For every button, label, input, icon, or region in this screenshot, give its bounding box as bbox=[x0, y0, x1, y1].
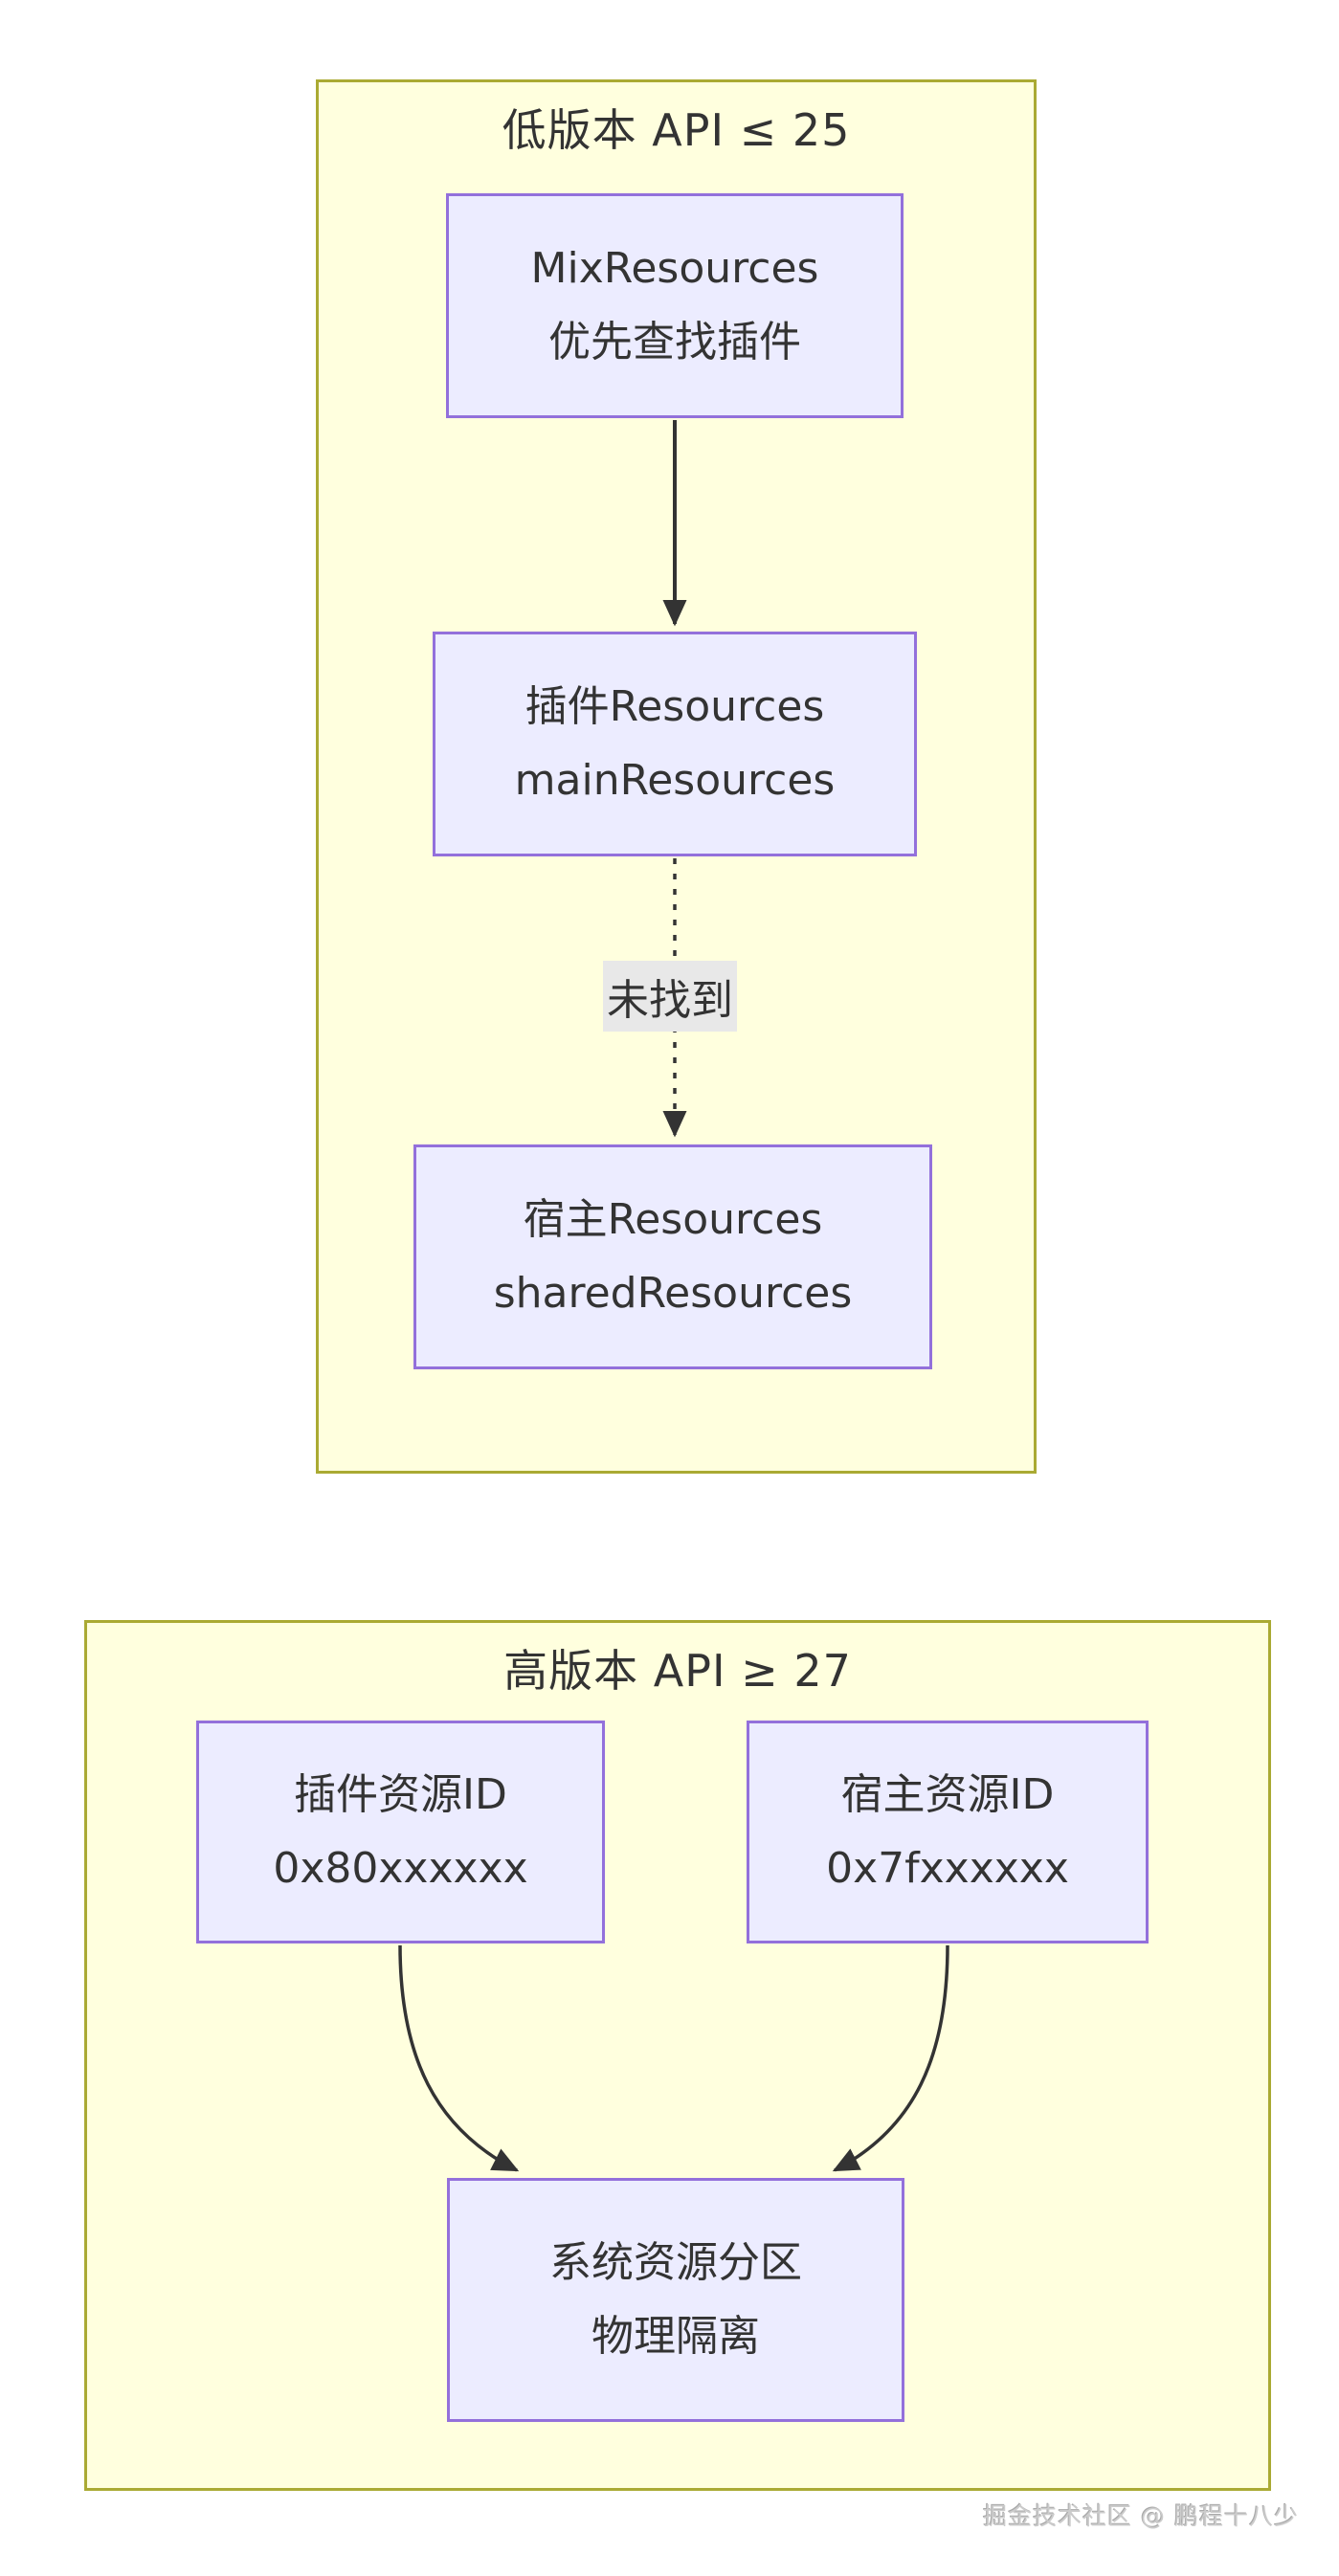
node-mix-resources-line1: MixResources bbox=[530, 243, 819, 293]
node-host-resources: 宿主Resources sharedResources bbox=[413, 1144, 932, 1369]
node-host-resource-id-line1: 宿主资源ID bbox=[840, 1769, 1055, 1819]
watermark-text: 掘金技术社区 @ 鹏程十八少 bbox=[983, 2502, 1299, 2530]
node-host-resource-id-line2: 0x7fxxxxxx bbox=[826, 1843, 1069, 1893]
node-plugin-resource-id: 插件资源ID 0x80xxxxxx bbox=[196, 1721, 605, 1943]
cluster-low-api-title: 低版本 API ≤ 25 bbox=[502, 104, 851, 156]
node-plugin-resources-line1: 插件Resources bbox=[524, 681, 825, 731]
node-system-resource-partition-line2: 物理隔离 bbox=[591, 2311, 760, 2361]
edge-label-not-found: 未找到 bbox=[603, 961, 737, 1032]
node-plugin-resource-id-line2: 0x80xxxxxx bbox=[273, 1843, 528, 1893]
node-plugin-resources: 插件Resources mainResources bbox=[433, 632, 917, 856]
node-host-resource-id: 宿主资源ID 0x7fxxxxxx bbox=[747, 1721, 1149, 1943]
cluster-high-api-title: 高版本 API ≥ 27 bbox=[503, 1645, 852, 1697]
node-plugin-resources-line2: mainResources bbox=[514, 755, 836, 805]
node-system-resource-partition-line1: 系统资源分区 bbox=[549, 2237, 802, 2287]
node-plugin-resource-id-line1: 插件资源ID bbox=[294, 1769, 507, 1819]
node-host-resources-line2: sharedResources bbox=[493, 1268, 853, 1318]
node-host-resources-line1: 宿主Resources bbox=[523, 1194, 823, 1244]
node-mix-resources-line2: 优先查找插件 bbox=[548, 317, 801, 366]
node-mix-resources: MixResources 优先查找插件 bbox=[446, 193, 904, 418]
node-system-resource-partition: 系统资源分区 物理隔离 bbox=[447, 2178, 904, 2422]
